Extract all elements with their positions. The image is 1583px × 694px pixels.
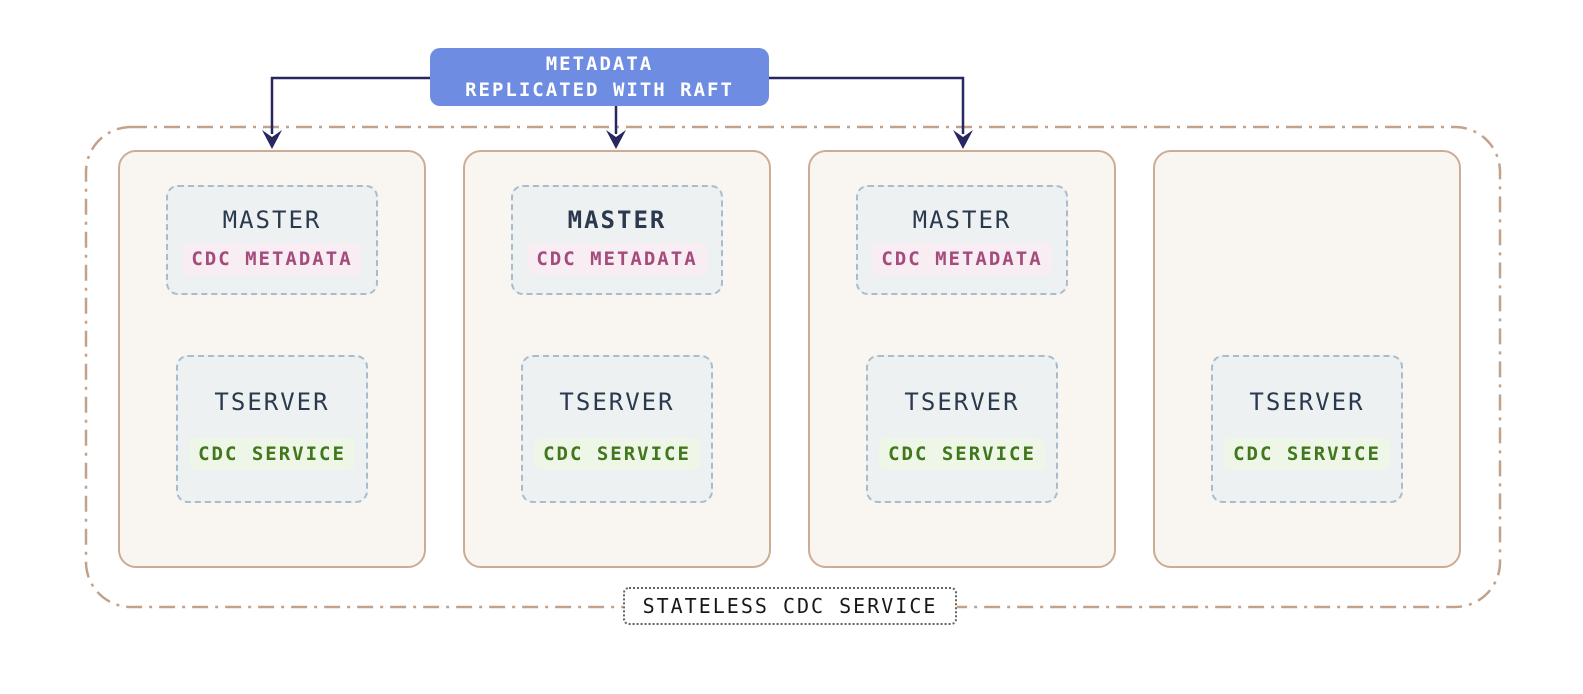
cdc-service-badge: CDC SERVICE [1224,438,1390,470]
tserver-label: TSERVER [559,388,675,416]
tserver-label: TSERVER [214,388,330,416]
cdc-metadata-badge: CDC METADATA [872,242,1052,275]
cdc-service-badge: CDC SERVICE [534,438,700,470]
raft-metadata-line1: METADATA [545,53,654,75]
arrow-down-icon [606,130,626,149]
node-2-master-box: MASTER CDC METADATA [511,185,723,295]
raft-metadata-box: METADATA REPLICATED WITH RAFT [430,48,769,106]
stateless-cdc-service-label: STATELESS CDC SERVICE [623,587,957,625]
tserver-label: TSERVER [904,388,1020,416]
arrow-down-icon [953,130,973,149]
node-3-tserver-box: TSERVER CDC SERVICE [866,355,1058,503]
master-leader-label: MASTER [567,205,667,234]
arrow-down-icon [262,130,282,149]
cdc-service-badge: CDC SERVICE [879,438,1045,470]
node-2-tserver-box: TSERVER CDC SERVICE [521,355,713,503]
master-label: MASTER [912,205,1012,234]
arrowheads [262,130,973,149]
node-2: MASTER CDC METADATA TSERVER CDC SERVICE [463,150,771,568]
node-3-master-box: MASTER CDC METADATA [856,185,1068,295]
node-1-master-box: MASTER CDC METADATA [166,185,378,295]
raft-metadata-line2: REPLICATED WITH RAFT [465,79,734,101]
cdc-metadata-badge: CDC METADATA [182,242,362,275]
cdc-service-badge: CDC SERVICE [189,438,355,470]
connector-to-node-3 [769,76,965,134]
node-3: MASTER CDC METADATA TSERVER CDC SERVICE [808,150,1116,568]
connector-to-node-1 [270,76,430,134]
node-4-tserver-box: TSERVER CDC SERVICE [1211,355,1403,503]
master-label: MASTER [222,205,322,234]
node-1-tserver-box: TSERVER CDC SERVICE [176,355,368,503]
node-1: MASTER CDC METADATA TSERVER CDC SERVICE [118,150,426,568]
cdc-metadata-badge: CDC METADATA [527,242,707,275]
tserver-label: TSERVER [1249,388,1365,416]
node-4: TSERVER CDC SERVICE [1153,150,1461,568]
